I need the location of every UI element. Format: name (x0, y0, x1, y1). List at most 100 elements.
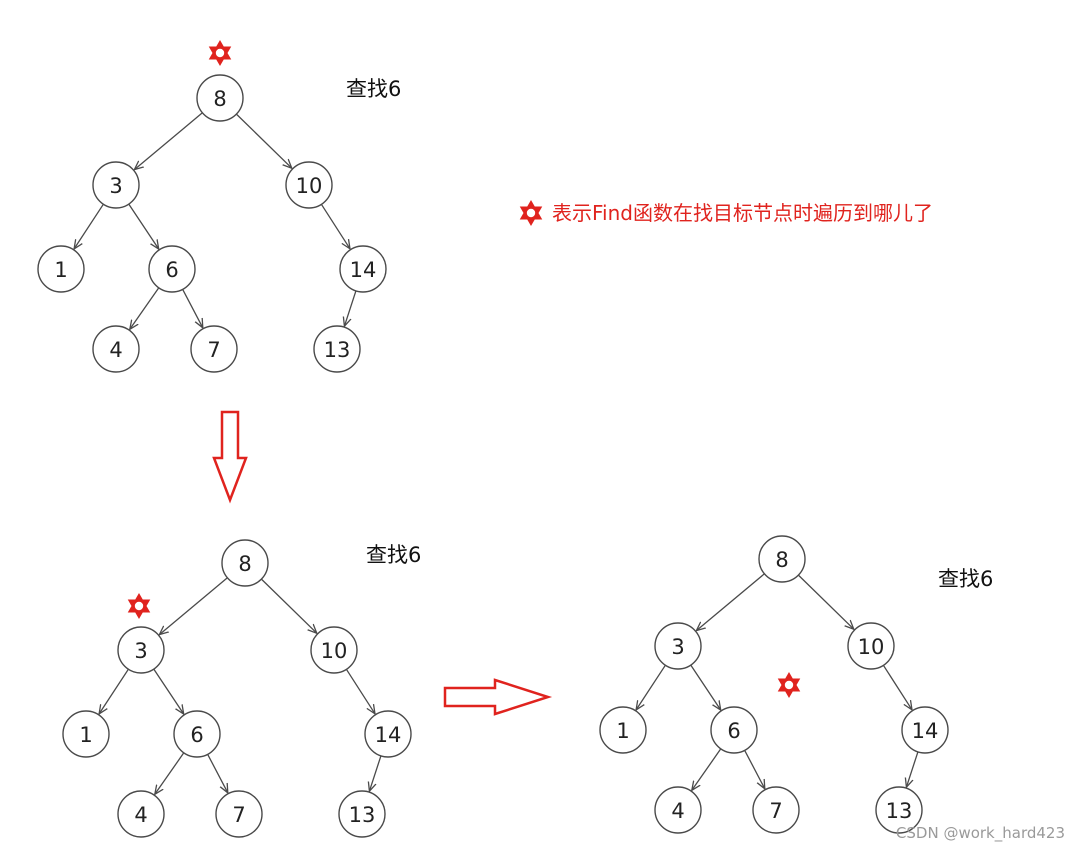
node-label: 14 (350, 258, 377, 282)
tree-node-14: 14 (364, 710, 412, 758)
tree-node-8: 8 (221, 539, 269, 587)
tree-node-3: 3 (92, 161, 140, 209)
legend-text: 表示Find函数在找目标节点时遍历到哪儿了 (552, 201, 933, 225)
node-circle (901, 706, 949, 754)
node-label: 7 (232, 803, 245, 827)
tree-node-14: 14 (901, 706, 949, 754)
tree-node-3: 3 (654, 622, 702, 670)
node-label: 7 (769, 799, 782, 823)
edge-6-4 (130, 287, 160, 330)
edge-6-7 (744, 750, 765, 788)
edge-3-1 (74, 203, 104, 249)
edge-3-6 (690, 664, 721, 710)
node-label: 8 (213, 87, 226, 111)
edge-6-4 (692, 748, 722, 791)
node-circle (758, 535, 806, 583)
tree-panel-1: 8 3 10 1 6 14 4 7 13 (37, 40, 387, 373)
tree-node-4: 4 (117, 790, 165, 838)
tree-node-1: 1 (62, 710, 110, 758)
node-circle (710, 706, 758, 754)
node-circle (338, 790, 386, 838)
tree-node-3: 3 (117, 626, 165, 674)
tree-node-10: 10 (310, 626, 358, 674)
node-label: 6 (190, 723, 203, 747)
tree-node-1: 1 (37, 245, 85, 293)
tree-node-13: 13 (338, 790, 386, 838)
node-circle (190, 325, 238, 373)
edge-8-3 (159, 577, 228, 635)
edge-3-6 (153, 668, 184, 714)
edge-8-10 (235, 113, 291, 168)
tree-node-10: 10 (285, 161, 333, 209)
node-label: 14 (375, 723, 402, 747)
node-circle (37, 245, 85, 293)
node-circle (599, 706, 647, 754)
node-label: 7 (207, 338, 220, 362)
node-circle (173, 710, 221, 758)
node-circle (92, 325, 140, 373)
node-label: 1 (616, 719, 629, 743)
edge-6-4 (155, 752, 185, 795)
node-circle (148, 245, 196, 293)
edge-8-10 (260, 578, 316, 633)
star-of-david-icon (519, 200, 543, 226)
node-label: 13 (886, 799, 913, 823)
tree-node-4: 4 (654, 786, 702, 834)
tree-node-7: 7 (752, 786, 800, 834)
tree-node-13: 13 (875, 786, 923, 834)
tree-node-8: 8 (758, 535, 806, 583)
tree-node-10: 10 (847, 622, 895, 670)
tree-node-1: 1 (599, 706, 647, 754)
node-circle (117, 626, 165, 674)
edge-14-13 (344, 290, 357, 326)
edge-8-3 (134, 112, 203, 170)
node-circle (313, 325, 361, 373)
edge-10-14 (320, 203, 350, 249)
node-label: 13 (349, 803, 376, 827)
edge-3-6 (128, 203, 159, 249)
node-label: 6 (727, 719, 740, 743)
node-circle (364, 710, 412, 758)
node-label: 3 (671, 635, 684, 659)
tree-panel-3: 8 3 10 1 6 14 4 7 13 (599, 535, 949, 834)
tree-panel-2: 8 3 10 1 6 14 4 7 13 (62, 539, 412, 838)
panel-1-caption: 查找6 (346, 77, 401, 101)
edge-3-1 (636, 664, 666, 710)
node-label: 10 (321, 639, 348, 663)
edge-8-3 (696, 573, 765, 631)
watermark: CSDN @work_hard423 (896, 824, 1065, 843)
node-circle (285, 161, 333, 209)
star-of-david-icon (208, 40, 232, 66)
node-label: 10 (296, 174, 323, 198)
edge-8-10 (797, 574, 853, 629)
node-label: 4 (134, 803, 147, 827)
tree-node-4: 4 (92, 325, 140, 373)
node-circle (875, 786, 923, 834)
node-circle (196, 74, 244, 122)
node-label: 13 (324, 338, 351, 362)
node-circle (221, 539, 269, 587)
tree-node-14: 14 (339, 245, 387, 293)
node-circle (92, 161, 140, 209)
tree-node-6: 6 (710, 706, 758, 754)
edge-6-7 (207, 754, 228, 792)
star-of-david-icon (519, 200, 543, 226)
node-circle (339, 245, 387, 293)
node-label: 4 (109, 338, 122, 362)
star-of-david-icon (127, 593, 151, 619)
node-label: 14 (912, 719, 939, 743)
node-label: 8 (238, 552, 251, 576)
node-label: 6 (165, 258, 178, 282)
tree-node-6: 6 (173, 710, 221, 758)
node-label: 4 (671, 799, 684, 823)
edge-3-1 (99, 668, 129, 714)
node-circle (117, 790, 165, 838)
legend: 表示Find函数在找目标节点时遍历到哪儿了 (519, 200, 933, 226)
node-label: 3 (134, 639, 147, 663)
node-circle (310, 626, 358, 674)
node-circle (62, 710, 110, 758)
tree-node-6: 6 (148, 245, 196, 293)
tree-node-7: 7 (215, 790, 263, 838)
down-arrow (212, 410, 248, 504)
